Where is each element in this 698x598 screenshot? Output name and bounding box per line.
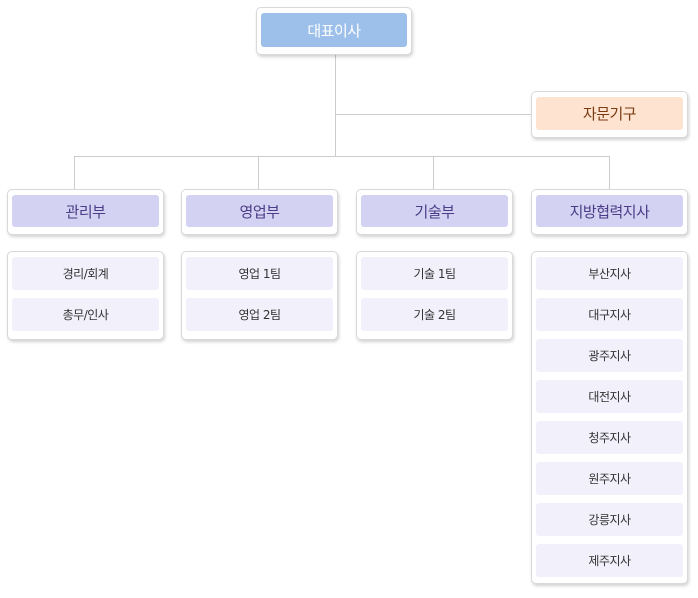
department-items-sales: 영업 1팀 영업 2팀 bbox=[181, 251, 338, 340]
connector-department-bus bbox=[74, 156, 610, 157]
department-label: 영업부 bbox=[186, 195, 333, 227]
department-items-technology: 기술 1팀 기술 2팀 bbox=[356, 251, 513, 340]
connector-advisory-branch bbox=[335, 114, 531, 115]
list-item: 원주지사 bbox=[536, 462, 683, 495]
advisory-label: 자문기구 bbox=[536, 97, 683, 130]
department-items-management: 경리/회계 총무/인사 bbox=[7, 251, 164, 340]
list-item: 제주지사 bbox=[536, 544, 683, 577]
list-item: 청주지사 bbox=[536, 421, 683, 454]
department-box-management: 관리부 bbox=[7, 189, 164, 235]
connector-ceo-trunk bbox=[335, 55, 336, 157]
connector-dept-1 bbox=[74, 156, 75, 189]
department-label: 관리부 bbox=[12, 195, 159, 227]
list-item: 경리/회계 bbox=[12, 257, 159, 290]
department-box-sales: 영업부 bbox=[181, 189, 338, 235]
list-item: 기술 1팀 bbox=[361, 257, 508, 290]
list-item: 영업 1팀 bbox=[186, 257, 333, 290]
list-item: 광주지사 bbox=[536, 339, 683, 372]
list-item: 부산지사 bbox=[536, 257, 683, 290]
list-item: 영업 2팀 bbox=[186, 298, 333, 331]
list-item: 기술 2팀 bbox=[361, 298, 508, 331]
connector-dept-2 bbox=[258, 156, 259, 189]
ceo-label: 대표이사 bbox=[261, 13, 407, 47]
list-item: 대전지사 bbox=[536, 380, 683, 413]
department-box-regional-branches: 지방협력지사 bbox=[531, 189, 688, 235]
list-item: 강릉지사 bbox=[536, 503, 683, 536]
connector-dept-3 bbox=[433, 156, 434, 189]
department-label: 기술부 bbox=[361, 195, 508, 227]
department-box-technology: 기술부 bbox=[356, 189, 513, 235]
list-item: 총무/인사 bbox=[12, 298, 159, 331]
connector-dept-4 bbox=[609, 156, 610, 189]
advisory-box: 자문기구 bbox=[531, 91, 688, 138]
department-label: 지방협력지사 bbox=[536, 195, 683, 227]
ceo-box: 대표이사 bbox=[256, 7, 412, 55]
list-item: 대구지사 bbox=[536, 298, 683, 331]
department-items-regional-branches: 부산지사 대구지사 광주지사 대전지사 청주지사 원주지사 강릉지사 제주지사 bbox=[531, 251, 688, 584]
